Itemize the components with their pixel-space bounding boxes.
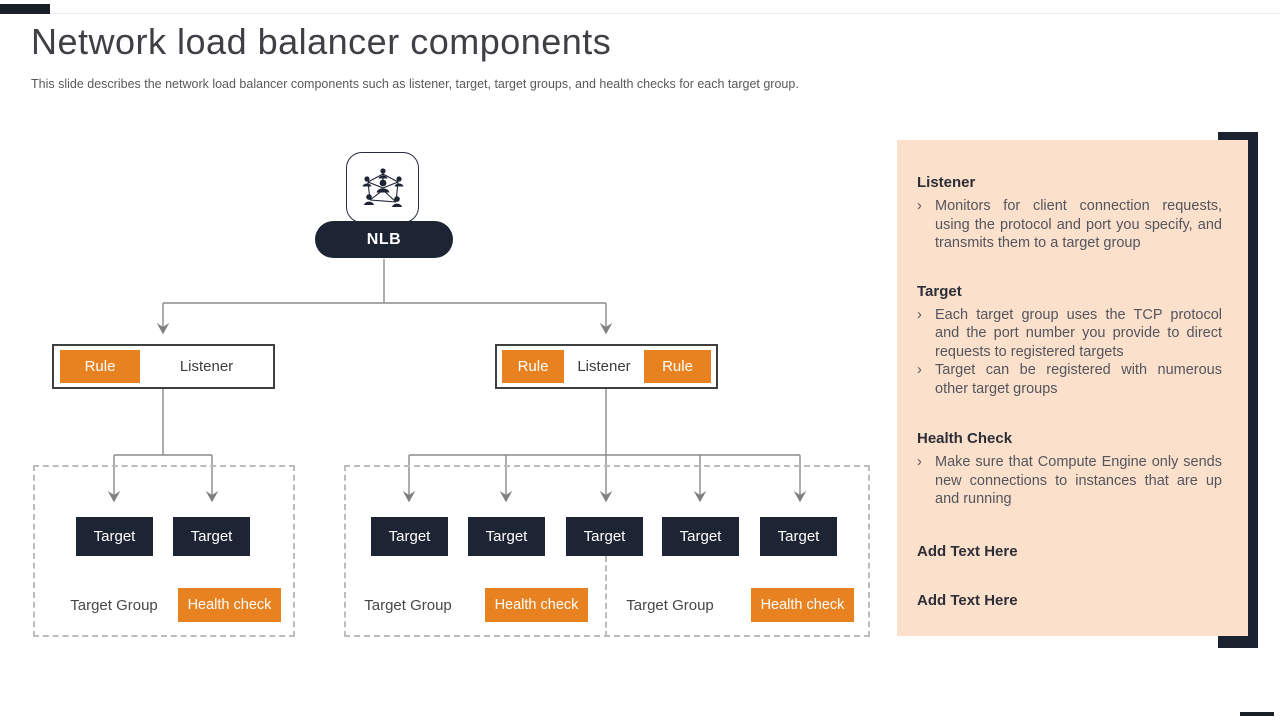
listener-box-right: Rule Listener Rule [495,344,718,389]
panel-section-placeholder-2: Add Text Here [917,592,1222,609]
target-group-container-right [344,465,870,637]
network-people-icon [362,167,403,207]
bullet-text: Each target group uses the TCP protocol … [935,306,1222,360]
info-panel: Listener › Monitors for client connectio… [897,140,1248,636]
health-check-button: Health check [178,588,281,622]
target-group-divider [605,556,607,637]
bullet-marker: › [917,362,922,378]
listener-label: Listener [577,358,631,375]
bullet-text: Target can be registered with numerous o… [935,362,1222,397]
health-check-button: Health check [485,588,588,622]
nlb-node: NLB [315,221,453,258]
bullet-item: › Monitors for client connection request… [917,197,1222,253]
panel-section-target: Target › Each target group uses the TCP … [917,283,1222,399]
listener-box-left: Rule Listener [52,344,275,389]
page-title: Network load balancer components [31,21,612,62]
panel-section-placeholder-1: Add Text Here [917,543,1222,560]
health-check-button: Health check [751,588,854,622]
bullet-marker: › [917,454,922,470]
target-group-label: Target Group [626,597,714,614]
rule-chip: Rule [60,350,140,383]
bottom-right-accent-bar [1240,712,1274,716]
target-group-label: Target Group [364,597,452,614]
bullet-item: › Each target group uses the TCP protoco… [917,306,1222,362]
target-node: Target [662,517,739,556]
top-left-accent-bar [0,4,50,14]
target-node: Target [371,517,448,556]
rule-chip: Rule [644,350,711,383]
panel-section-listener: Listener › Monitors for client connectio… [917,174,1222,253]
bullet-marker: › [917,198,922,214]
nlb-icon-frame [346,152,419,223]
bullet-item: › Make sure that Compute Engine only sen… [917,453,1222,509]
section-heading: Listener [917,174,976,191]
listener-label: Listener [179,358,234,375]
target-node: Target [760,517,837,556]
target-group-label: Target Group [70,597,158,614]
bullet-text: Monitors for client connection requests,… [935,198,1222,251]
target-node: Target [76,517,153,556]
bullet-text: Make sure that Compute Engine only sends… [935,454,1222,507]
section-heading: Health Check [917,430,1013,447]
page-subtitle: This slide describes the network load ba… [31,77,799,91]
top-divider-line [0,13,1280,14]
section-heading: Target [917,282,962,300]
bullet-item: › Target can be registered with numerous… [917,361,1222,398]
add-text-placeholder[interactable]: Add Text Here [917,591,1018,609]
target-node: Target [173,517,250,556]
bullet-marker: › [917,306,922,323]
add-text-placeholder[interactable]: Add Text Here [917,542,1018,560]
panel-section-health-check: Health Check › Make sure that Compute En… [917,430,1222,509]
target-node: Target [566,517,643,556]
target-node: Target [468,517,545,556]
rule-chip: Rule [502,350,564,383]
target-group-container-left [33,465,295,637]
